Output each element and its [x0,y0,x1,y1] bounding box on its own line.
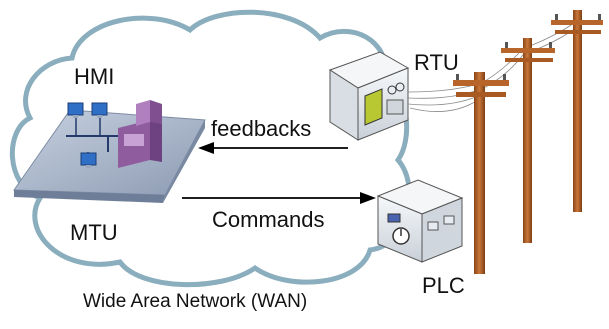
plc-device-icon [376,179,464,263]
commands-label: Commands [212,207,325,232]
hmi-label: HMI [74,64,115,89]
network-caption: Wide Area Network (WAN) [83,291,308,312]
mtu-label: MTU [70,220,118,245]
commands-arrow [182,192,376,204]
feedbacks-arrow [198,142,348,154]
rtu-label: RTU [414,50,459,75]
plc-label: PLC [422,273,465,298]
hmi-network-icon [13,100,206,203]
rtu-device-icon [328,51,410,141]
feedbacks-label: feedbacks [211,116,312,141]
utility-pole-icon [453,10,603,274]
